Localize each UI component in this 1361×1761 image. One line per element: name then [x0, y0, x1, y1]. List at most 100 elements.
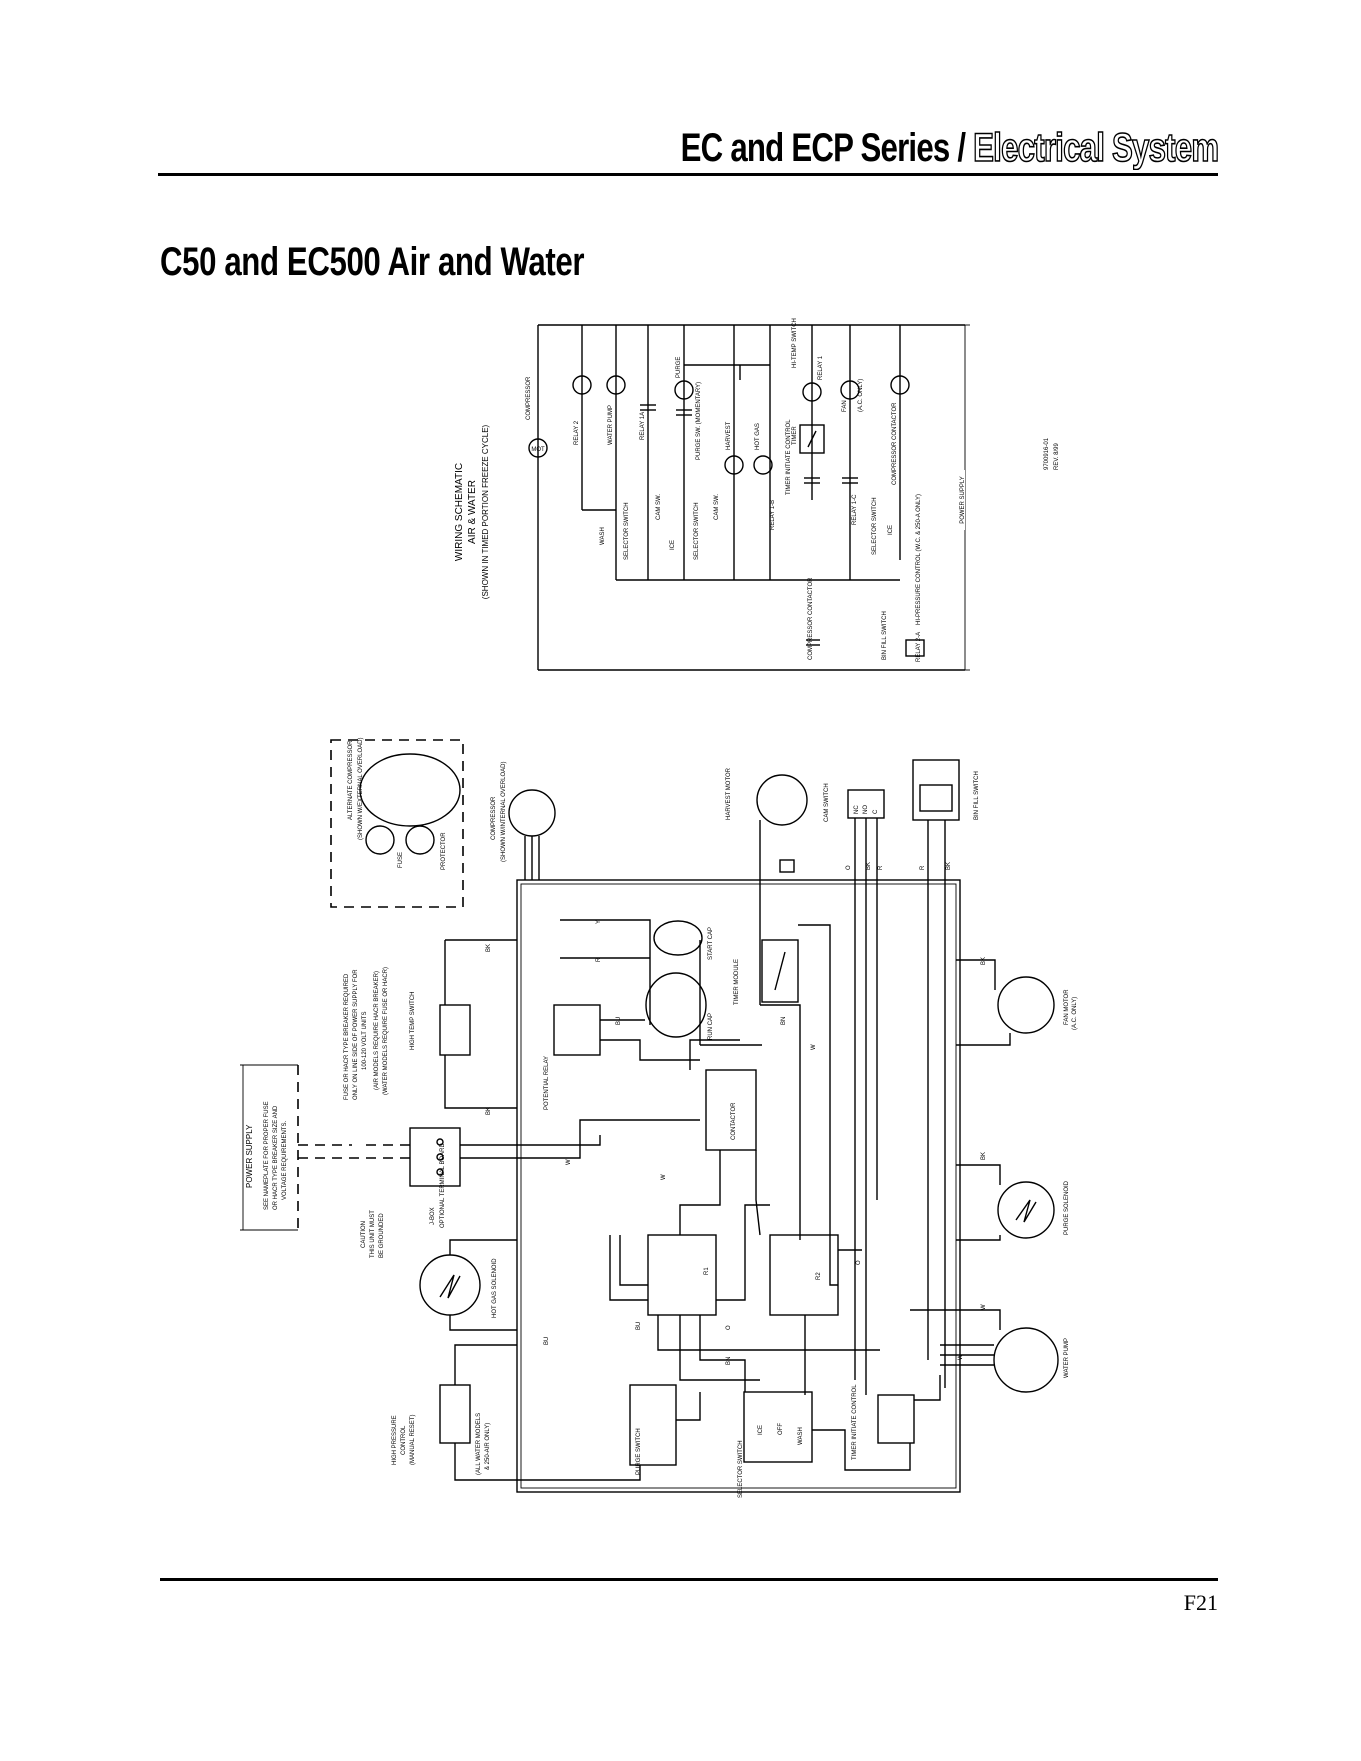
hot-gas-solenoid — [419, 1254, 481, 1316]
purge-solenoid-coil — [1015, 1199, 1037, 1223]
schematic-revision: REV. 8/99 — [1054, 443, 1060, 470]
contactor — [705, 1069, 757, 1151]
wire-timer-bk — [914, 1375, 941, 1401]
relay-r2-label: R2 — [816, 1272, 822, 1280]
wire-label-bu-2: BU — [636, 1322, 642, 1330]
schematic-timer-label: TIMER — [792, 426, 798, 445]
fuse-note-4: (AIR MODELS REQUIRE HACR BREAKER) — [374, 971, 380, 1090]
harvest-motor-label: HARVEST MOTOR — [726, 767, 732, 820]
hot-gas-solenoid-label: HOT GAS SOLENOID — [492, 1258, 498, 1318]
cabinet-outline — [516, 879, 961, 1493]
wire-bu-timer — [699, 940, 762, 1046]
schematic-timer-box — [799, 424, 825, 454]
relay-r1-label: R1 — [704, 1267, 710, 1275]
high-pressure-control — [439, 1384, 471, 1444]
fan-motor — [997, 976, 1055, 1034]
schematic-title-line1: WIRING SCHEMATIC — [454, 463, 465, 561]
cam-switch-label: CAM SWITCH — [824, 783, 830, 822]
wire-purge-bk-2 — [956, 1235, 1001, 1241]
selector-switch-label: SELECTOR SWITCH — [738, 1440, 744, 1498]
schematic-selector-label-3: SELECTOR SWITCH — [872, 497, 878, 555]
high-pressure-1: HIGH PRESSURE — [392, 1415, 398, 1465]
schematic-water-pump-mot — [606, 375, 626, 395]
schematic-fan-mot — [840, 380, 860, 400]
start-cap — [653, 920, 703, 956]
cabinet-outline-inner — [520, 883, 957, 1489]
bin-fill-switch-inner — [919, 784, 953, 812]
wire-label-bu-1: BU — [616, 1017, 622, 1025]
start-cap-label: START CAP — [708, 927, 714, 960]
purge-solenoid — [997, 1181, 1055, 1239]
schematic-timer-initiate-label: TIMER INITIATE CONTROL — [786, 419, 792, 495]
alt-protector-label: PROTECTOR — [441, 832, 447, 870]
schematic-compressor-mot-label: MOT — [531, 447, 545, 453]
purge-solenoid-label: PURGE SOLENOID — [1064, 1180, 1070, 1235]
wire-label-bn-2: BN — [726, 1357, 732, 1365]
schematic-hot-gas-label: HOT GAS — [755, 423, 761, 450]
schematic-title-line2: AIR & WATER — [467, 480, 478, 544]
timer-initiate — [877, 1394, 915, 1444]
wire-bk-main — [460, 1135, 601, 1146]
hot-gas-solenoid-coil — [439, 1274, 461, 1299]
page-header: EC and ECP Series / Electrical System — [158, 120, 1219, 176]
wire-label-w-1: W — [811, 1044, 817, 1050]
schematic-contactor-coil — [890, 375, 910, 395]
schematic-timer-contact — [807, 430, 817, 448]
wire-r1-bn — [699, 1315, 746, 1392]
schematic-purge-sol — [674, 380, 694, 400]
high-temp-switch-label: HIGH TEMP SWITCH — [410, 992, 416, 1050]
wire-label-y: Y — [596, 920, 602, 924]
water-models-1: (ALL WATER MODELS — [476, 1413, 482, 1475]
schematic-relay2a-label: RELAY 2-A — [916, 632, 922, 662]
wire-label-r-1: R — [596, 957, 602, 962]
power-supply-label-bg — [957, 470, 965, 530]
water-models-2: & 250-AIR ONLY) — [485, 1423, 491, 1470]
high-pressure-2: CONTROL — [401, 1425, 407, 1455]
timer-initiate-label: TIMER INITIATE CONTROL — [852, 1384, 858, 1460]
alt-compressor-protector — [405, 825, 435, 855]
wire-r1-r2 — [716, 1204, 770, 1301]
schematic-bin-fill-box — [905, 639, 925, 657]
wire-label-o-1: O — [846, 865, 852, 870]
run-cap-label: RUN CAP — [708, 1013, 714, 1040]
schematic-cam-label-2: CAM SW. — [714, 494, 720, 520]
schematic-compressor-mot — [528, 438, 548, 458]
alt-compressor-label: ALTERNATE COMPRESSOR — [348, 740, 354, 820]
wire-purge-bk — [956, 1164, 1001, 1185]
schematic-relay1-coil — [802, 382, 822, 402]
schematic-relay1a-label: RELAY 1A — [640, 412, 646, 440]
schematic-relay1c-label: RELAY 1-C — [852, 494, 858, 525]
wire-label-r-3: R — [920, 865, 926, 870]
selector-switch — [743, 1391, 813, 1463]
wire-label-bk-1: BK — [486, 944, 492, 952]
nameplate-note-2: OR HACR TYPE BREAKER SIZE AND — [273, 1105, 279, 1210]
schematic-title-line3: (SHOWN IN TIMED PORTION FREEZE CYCLE) — [481, 424, 490, 599]
wire-r1-r — [657, 1315, 880, 1351]
caution-2: THIS UNIT MUST — [370, 1210, 376, 1258]
contactor-label: CONTACTOR — [731, 1102, 737, 1140]
alt-fuse-label: FUSE — [398, 852, 404, 868]
jbox-terminal-2 — [436, 1153, 444, 1161]
wire-bk-timer — [798, 924, 838, 1286]
wire-label-bk-4: BK — [946, 862, 952, 870]
fuse-note-3: 100-120 VOLT UNITS — [362, 1012, 368, 1070]
schematic-relay1b-label: RELAY 1-B — [770, 500, 776, 530]
wire-r1-bk2 — [619, 1235, 648, 1286]
water-pump — [993, 1327, 1059, 1393]
wire-label-bn-1: BN — [781, 1017, 787, 1025]
schematic-purge-label: PURGE — [676, 357, 682, 378]
compressor-body — [508, 789, 556, 837]
alt-compressor-terminal — [365, 825, 395, 855]
wire-y — [560, 919, 651, 1025]
potential-relay-label: POTENTIAL RELAY — [544, 1056, 550, 1110]
wire-selector-bk — [812, 1429, 911, 1471]
harvest-motor — [756, 774, 808, 826]
schematic-contactor-label: COMPRESSOR CONTACTOR — [892, 402, 898, 485]
schematic-relay1-label: RELAY 1 — [818, 355, 824, 380]
bin-fill-switch — [912, 759, 960, 821]
timer-module-contact — [774, 951, 786, 991]
schematic-purge-sw-label: PURGE SW. (MOMENTARY) — [696, 382, 702, 460]
schematic-relay2-label: RELAY 2 — [574, 420, 580, 445]
alt-compressor-note: (SHOWN W/EXTERNAL OVERLOAD) — [358, 738, 364, 840]
